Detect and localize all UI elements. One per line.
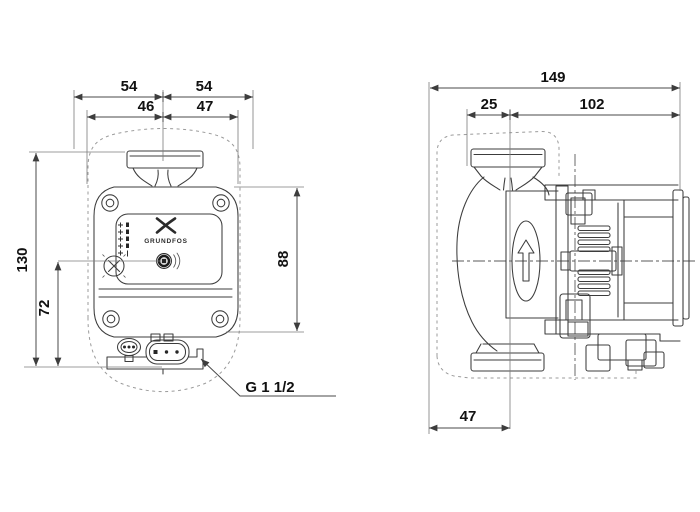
side-motor <box>544 184 690 372</box>
grundfos-logo: GRUNDFOS <box>144 217 188 245</box>
corner-screw <box>102 310 120 328</box>
front-face-panel <box>115 213 223 285</box>
led-indicator-column <box>118 222 129 257</box>
dim-front-inner-left: 46 <box>138 98 155 115</box>
sensor-plug <box>116 337 142 363</box>
front-control-box <box>93 186 239 338</box>
dim-front-outer-right: 54 <box>196 78 213 95</box>
motor-end-cap <box>672 189 690 327</box>
dim-front-axis-height: 72 <box>36 300 53 317</box>
thread-label: G 1 1/2 <box>245 379 294 396</box>
corner-screw <box>101 194 119 212</box>
front-port-flange <box>126 150 204 187</box>
dim-side-motor-length: 102 <box>579 96 604 113</box>
dim-side-flange-offset: 25 <box>481 96 498 113</box>
side-bottom-flange <box>470 343 545 372</box>
terminal-box <box>585 333 665 372</box>
dim-front-total-height: 130 <box>14 247 31 272</box>
dim-front-outer-left: 54 <box>121 78 138 95</box>
brand-text: GRUNDFOS <box>144 238 188 245</box>
dim-front-box-height: 88 <box>275 251 292 268</box>
corner-screw <box>211 310 229 328</box>
front-view: GRUNDFOS <box>14 78 336 397</box>
thread-leader-line <box>200 358 336 397</box>
side-insulation-shell-dashed <box>436 130 560 356</box>
cooling-fins <box>577 225 611 297</box>
selector-dial <box>102 254 126 278</box>
dim-side-port-offset: 47 <box>460 408 477 425</box>
corner-screw <box>212 194 230 212</box>
side-view: 149 25 102 47 <box>428 69 697 434</box>
front-insulation-shell-dashed <box>87 128 241 393</box>
side-dimensions: 149 25 102 47 <box>428 69 681 434</box>
shaft-stub <box>560 246 623 276</box>
flow-direction-arrow-icon <box>517 239 535 282</box>
dim-front-inner-right: 47 <box>197 98 214 115</box>
dim-side-total-length: 149 <box>540 69 565 86</box>
front-dimensions: 54 54 46 47 130 72 88 G 1 1/2 <box>14 78 336 397</box>
connector-base-plate <box>106 348 204 370</box>
side-volute <box>456 176 559 352</box>
bottom-connectors <box>106 333 204 375</box>
power-plug <box>145 333 190 365</box>
side-top-flange <box>470 148 546 191</box>
side-clamp-ring <box>555 185 596 339</box>
